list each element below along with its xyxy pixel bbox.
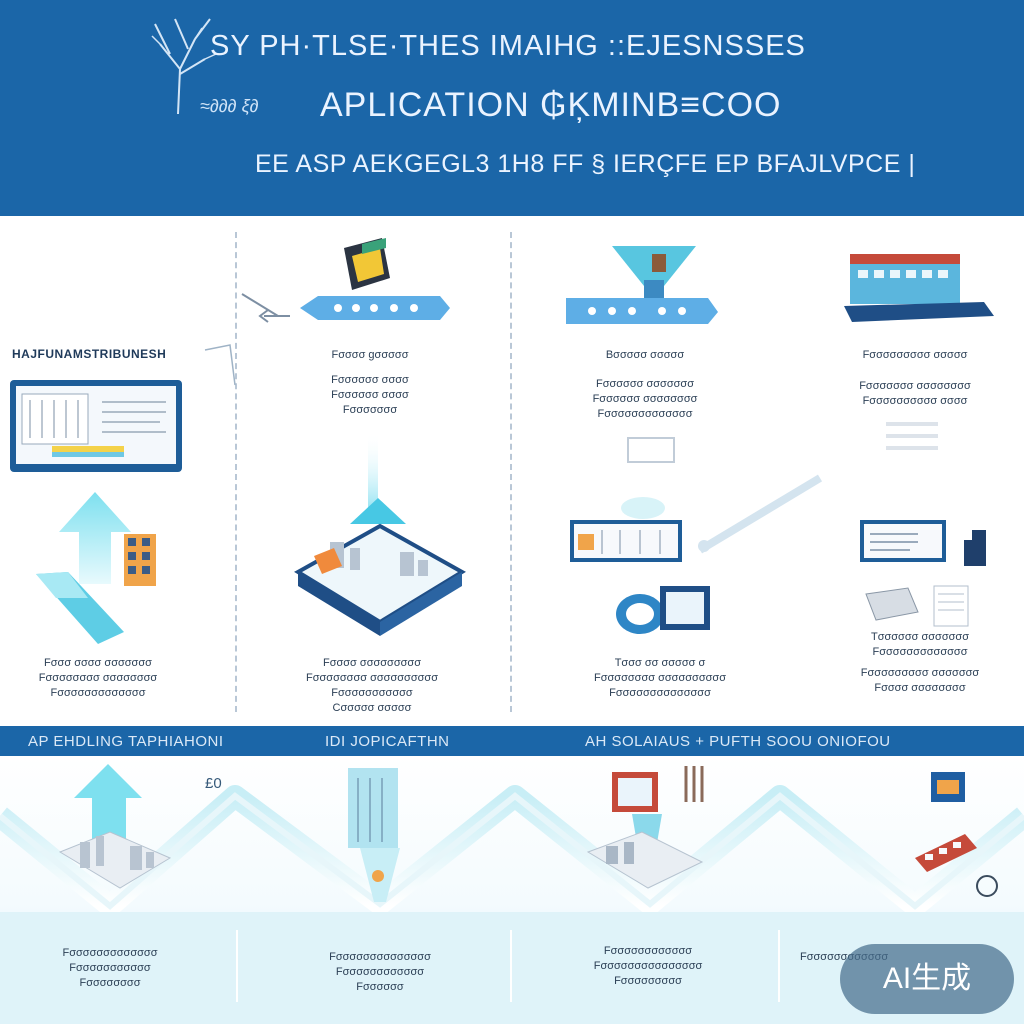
- stage-band: AP EHDLING TAPHIAHONI IDI JOPICAFTHN AH …: [0, 726, 1024, 756]
- grey-lines-icon: [886, 422, 938, 450]
- diagonal-beam-icon: [697, 474, 823, 554]
- col3-bottom-caption: Tσσσ σσ σσσσσ σ Fσσσσσσσσ σσσσσσσσσσ Fσσ…: [594, 657, 726, 699]
- footer-col1-text: Fσσσσσσσσσσσσσ Fσσσσσσσσσσσ Fσσσσσσσσ: [62, 947, 158, 989]
- col3-top-caption: Bσσσσσ σσσσσ Fσσσσσσ σσσσσσσ Fσσσσσσ σσσ…: [592, 349, 698, 420]
- upload-arrow-icon: [59, 492, 131, 584]
- header-title-line1: SY PH·TLSE·THES IMAIHG ::EJESNSSES: [210, 30, 806, 62]
- small-panel-icon: [627, 437, 675, 463]
- cyan-funnel-shape-icon: [36, 572, 124, 644]
- stage4-device-icon: [915, 772, 998, 897]
- server-rack-icon: [124, 534, 156, 586]
- document-card-icon: [570, 520, 682, 562]
- header-mini-text: ≈∂∂∂ ξ∂: [200, 96, 259, 116]
- stage2-machine-icon: [348, 768, 400, 902]
- band-label-3: AH SOLAIAUS + PUFTH SOOU ONIOFOU: [585, 733, 891, 750]
- footer-col2-text: Fσσσσσσσσσσσσσσ Fσσσσσσσσσσσσ Fσσσσσσ: [329, 951, 431, 993]
- footer-separator-2: [510, 930, 512, 1002]
- column-separator-1: [235, 232, 237, 712]
- band-label-2: IDI JOPICAFTHN: [325, 733, 450, 750]
- col1-bottom-caption: Fσσσ σσσσ σσσσσσσ Fσσσσσσσσ σσσσσσσσ Fσσ…: [38, 657, 158, 699]
- report-card-icon: [860, 520, 946, 562]
- pointer-arrow-icon: [204, 344, 236, 386]
- footer-col4-text: Fσσσσσσσσσσσσ: [800, 950, 888, 965]
- tablet-stack-icon: [865, 585, 969, 627]
- dashboard-screen-icon: [10, 380, 182, 472]
- stage3-workstation-icon: [586, 766, 704, 889]
- processor-chip-icon: [344, 238, 390, 290]
- header-subtitle: EE ASP AEKGEGL3 1H8 FF § IERÇFE EP BFAJL…: [255, 150, 916, 178]
- small-arrow-icon: [241, 293, 290, 323]
- conveyor-platform-2-icon: [566, 298, 718, 324]
- footer-separator-1: [236, 930, 238, 1002]
- column-separator-2: [510, 232, 512, 712]
- tree-illustration-icon: [151, 18, 217, 114]
- col2-bottom-caption: Fσσσσ σσσσσσσσσ Fσσσσσσσσ σσσσσσσσσσ Fσσ…: [306, 657, 438, 714]
- footer-col3-text: Fσσσσσσσσσσσσ Fσσσσσσσσσσσσσσσ Fσσσσσσσσ…: [593, 945, 703, 987]
- header-banner: SY PH·TLSE·THES IMAIHG ::EJESNSSES ≈∂∂∂ …: [0, 0, 1024, 216]
- col4-top-caption: Fσσσσσσσσσ σσσσσ Fσσσσσσσ σσσσσσσσ Fσσσσ…: [859, 349, 971, 407]
- isometric-city-platform-icon: [294, 432, 466, 636]
- hopper-icon: [612, 246, 696, 302]
- col2-top-caption: Fσσσσ gσσσσσ Fσσσσσσ σσσσ Fσσσσσσ σσσσ F…: [331, 349, 409, 416]
- left-section-title: HAJFUNAMSTRIBUNESH: [12, 347, 167, 361]
- stat-value: £0: [205, 775, 222, 792]
- stage1-arrow-city-icon: [58, 764, 172, 889]
- cloud-tool-icon: [621, 497, 665, 519]
- document-tab-icon: [964, 530, 986, 566]
- conveyor-platform-icon: [300, 296, 450, 320]
- footer-separator-3: [778, 930, 780, 1002]
- header-title-line2: APLICATION ₲ĶMINB≡COO: [320, 86, 782, 124]
- ai-generated-badge: AI生成: [840, 944, 1014, 1014]
- col4-bottom-caption: Tσσσσσσ σσσσσσσ Fσσσσσσσσσσσσσ Fσσσσσσσσ…: [860, 631, 980, 694]
- band-label-1: AP EHDLING TAPHIAHONI: [28, 733, 224, 750]
- factory-building-icon: [844, 254, 994, 322]
- scanner-machine-icon: [616, 586, 710, 634]
